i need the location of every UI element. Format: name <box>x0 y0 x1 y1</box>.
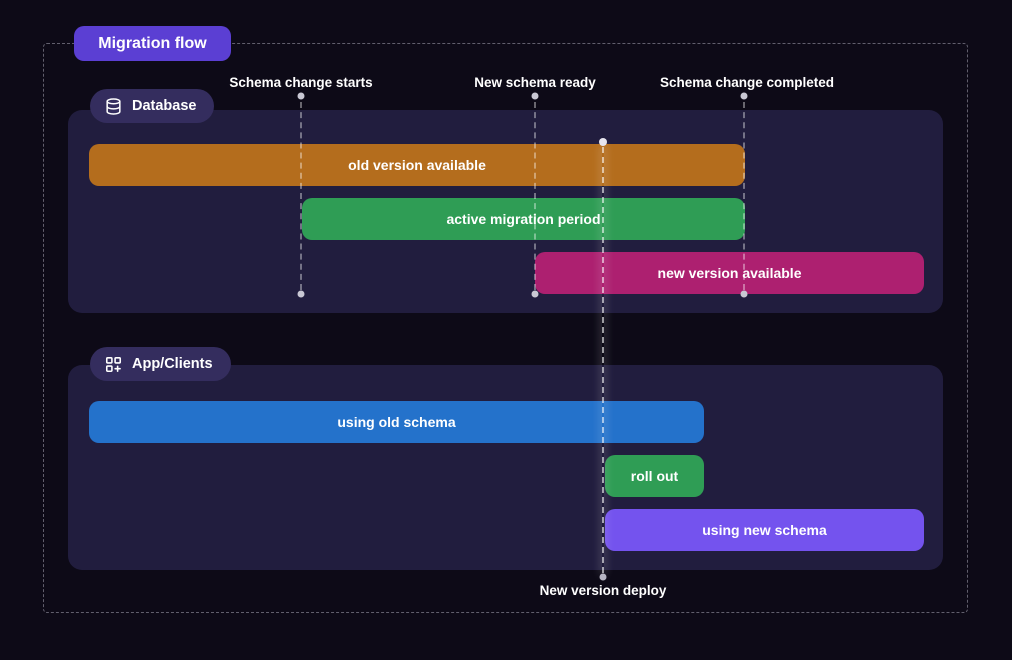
app-clients-badge-label: App/Clients <box>132 356 213 372</box>
milestone-dot <box>531 290 539 298</box>
milestone-dot <box>531 92 539 100</box>
database-badge: Database <box>90 89 215 123</box>
app-clients-badge: App/Clients <box>90 347 231 381</box>
database-icon <box>106 97 121 115</box>
title-text: Migration flow <box>98 34 207 52</box>
milestone-dot <box>740 92 748 100</box>
milestone-label-schema-change-completed: Schema change completed <box>659 75 835 90</box>
bar-label: roll out <box>630 468 679 484</box>
bar-label: new version available <box>657 265 802 281</box>
milestone-line <box>300 102 302 290</box>
bar-label: active migration period <box>446 211 601 227</box>
milestone-dot <box>297 92 305 100</box>
bar-label: using new schema <box>702 522 827 538</box>
deploy-label: New version deploy <box>539 583 667 598</box>
milestone-label-schema-change-starts: Schema change starts <box>229 75 373 90</box>
bar-label: using old schema <box>337 414 456 430</box>
bar-using-old-schema: using old schema <box>89 401 704 443</box>
database-badge-label: Database <box>132 98 197 114</box>
bar-old-version-available: old version available <box>89 144 745 186</box>
bar-active-migration-period: active migration period <box>302 198 745 240</box>
milestone-dot <box>740 290 748 298</box>
bar-roll-out: roll out <box>605 455 704 497</box>
deploy-line <box>602 147 604 573</box>
dashed-frame <box>43 43 968 613</box>
milestone-dot <box>297 290 305 298</box>
deploy-dot <box>599 573 607 581</box>
bar-using-new-schema: using new schema <box>605 509 924 551</box>
deploy-dot <box>599 138 607 146</box>
bar-label: old version available <box>348 157 486 173</box>
milestone-label-new-schema-ready: New schema ready <box>474 75 596 90</box>
apps-plus-icon <box>105 356 122 372</box>
bar-new-version-available: new version available <box>535 252 924 294</box>
title-badge: Migration flow <box>74 26 231 61</box>
milestone-line <box>534 102 536 290</box>
milestone-line <box>743 102 745 290</box>
